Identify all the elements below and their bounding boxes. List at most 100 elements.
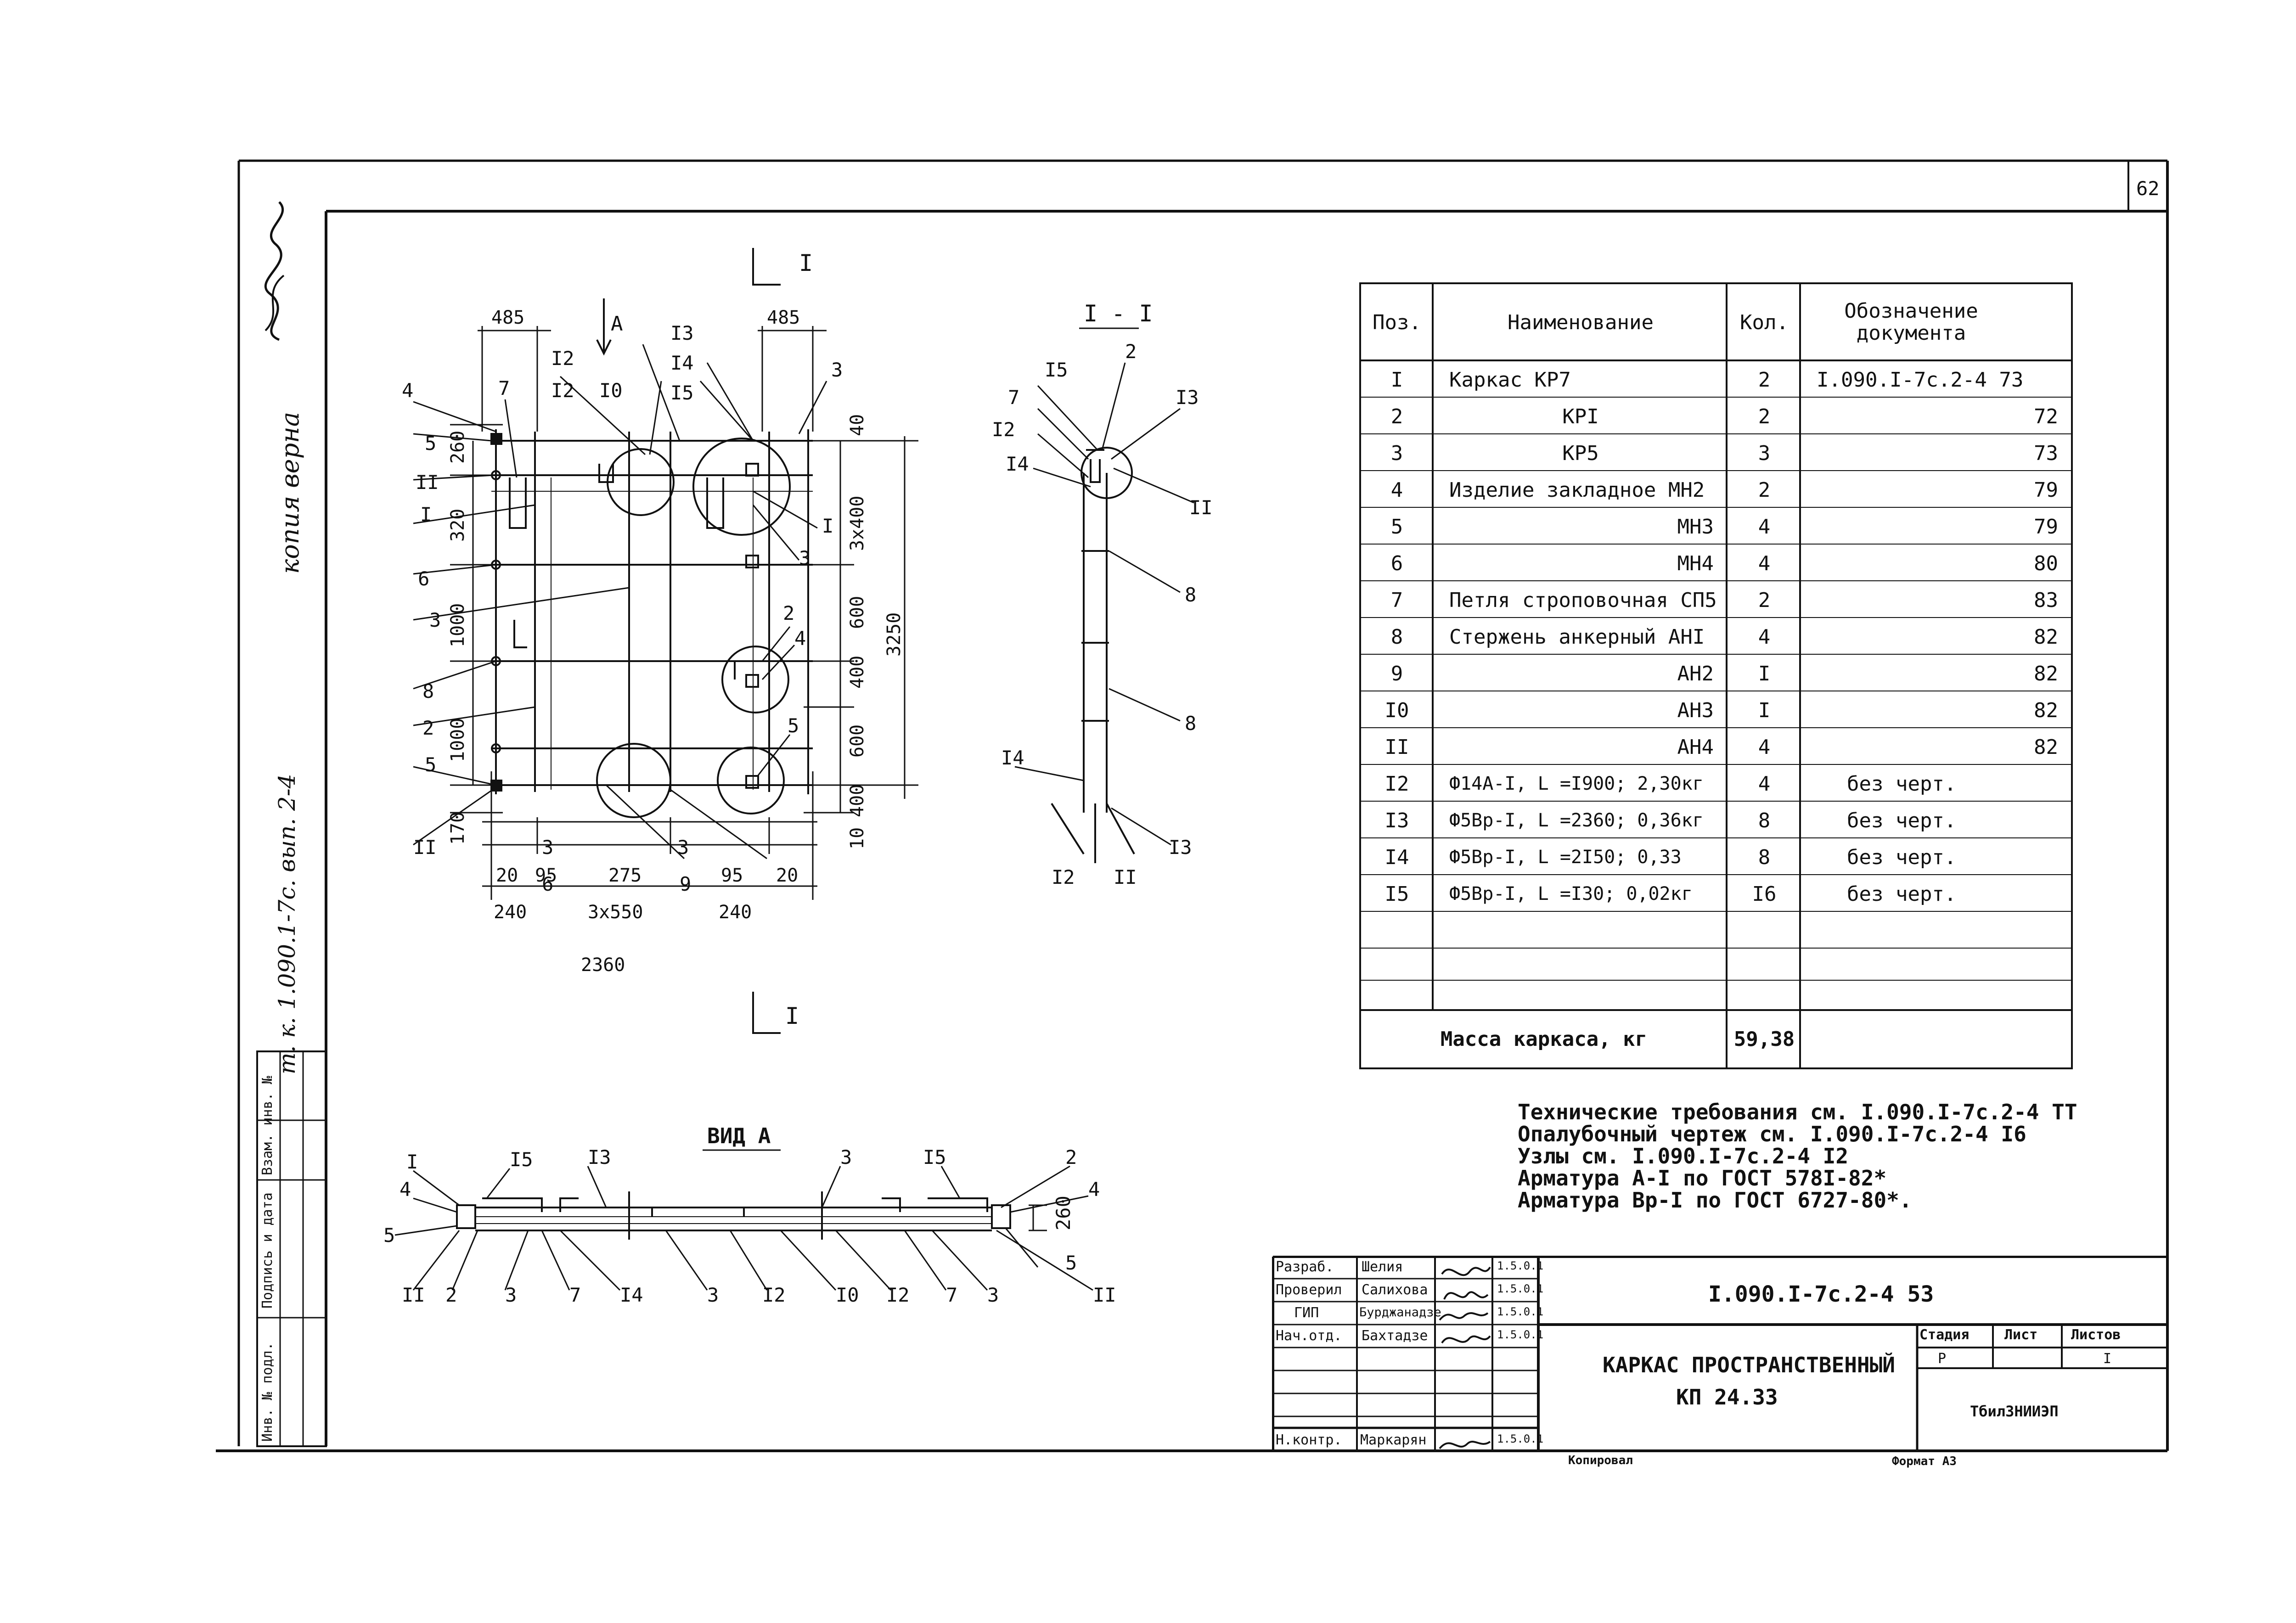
spec-qty: 2 [1758,404,1771,428]
spec-doc: 82 [2034,662,2058,685]
view-label: 5 [383,1224,395,1247]
section-label: I2 [992,418,1015,441]
view-label: I [406,1151,418,1173]
view-label: 3 [707,1284,719,1306]
dim-view-height: 260 [1052,1196,1075,1230]
spec-doc: без черт. [1847,772,1957,796]
spec-name: Петля строповочная СП5 [1449,588,1717,612]
dim-bottom: 20 [496,865,518,886]
spec-doc: 82 [2034,735,2058,759]
tb-title-line1: КАРКАС ПРОСТРАНСТВЕННЫЙ [1603,1353,1895,1377]
spec-mass-label: Масса каркаса, кг [1440,1028,1648,1051]
copy-note: копия верна [276,412,304,574]
tb-role: Нач.отд. [1276,1328,1342,1344]
pos-label: I4 [670,352,694,374]
tb-sheets: I [2103,1351,2112,1367]
view-label: 3 [505,1284,517,1306]
section-label: 7 [1008,386,1019,409]
view-a-drawing: ВИД А [383,1123,1116,1306]
section-label: I4 [1001,747,1024,769]
spec-pos: 4 [1390,478,1403,502]
spec-qty: 2 [1758,588,1771,612]
spec-qty: 8 [1758,845,1771,869]
dim-right: 600 [847,724,868,758]
spec-doc: 82 [2034,698,2058,722]
spec-name: АН4 [1677,735,1714,759]
section-title: I - I [1084,300,1153,327]
stamp-label-sign: Подпись и дата [259,1192,276,1309]
dim-bottom: 95 [535,865,557,886]
view-title: ВИД А [707,1123,771,1148]
spec-name: Ф5Вр-I, L =2I50; 0,33 [1449,847,1682,868]
pos-label: 2 [783,602,794,624]
spec-doc: без черт. [1847,845,1957,869]
view-label: I3 [588,1146,611,1168]
spec-name: АН2 [1677,662,1714,685]
spec-qty: 8 [1758,809,1771,832]
view-label: 4 [1088,1178,1100,1201]
pos-label: I5 [670,382,694,404]
section-label: I3 [1176,386,1199,409]
tb-role: Проверил [1276,1282,1342,1298]
pos-label: 8 [422,680,434,702]
view-label: I0 [836,1284,859,1306]
spec-name: Каркас КР7 [1449,368,1571,392]
tb-sheet-header: Лист [2004,1327,2038,1343]
section-label: 8 [1185,712,1196,735]
spec-name: КР5 [1562,441,1599,465]
dim-bottom: 20 [776,865,798,886]
pos-label: 3 [429,609,441,631]
format-label: Формат А3 [1892,1455,1957,1468]
page-number: 62 [2136,177,2160,200]
view-arrow-label: А [611,312,623,336]
view-label: I5 [923,1146,946,1168]
pos-label: 2 [422,717,434,739]
spec-qty: 4 [1758,772,1771,796]
plan-view-drawing: I I А 485 485 260 320 1000 1000 170 40 3… [402,248,918,1034]
spec-doc: 80 [2034,551,2058,575]
spec-pos: I [1390,368,1403,392]
pos-label: I2 [551,379,574,402]
dim-left: 320 [447,509,468,542]
spec-qty: 4 [1758,551,1771,575]
spec-qty: I [1758,662,1771,685]
dim-left: 1000 [447,603,468,647]
tb-name: Маркарян [1360,1432,1427,1448]
pos-label: 3 [799,547,810,569]
pos-label: I [822,515,833,537]
tb-doc-code: I.090.I-7с.2-4 53 [1708,1281,1934,1307]
pos-label: 9 [680,873,691,895]
section-mark-top: I [799,250,813,276]
stamp-label-inv: Инв. № подл. [259,1342,276,1442]
view-label: 3 [987,1284,999,1306]
copied-label: Копировал [1568,1454,1633,1467]
view-label: II [402,1284,425,1306]
pos-label: I2 [551,347,574,370]
dim-right-total: 3250 [884,612,905,657]
spec-qty: 4 [1758,625,1771,649]
view-label: 3 [840,1146,852,1168]
note-line: Узлы см. I.090.I-7с.2-4 I2 [1518,1144,1849,1168]
dim-right: 400 [847,784,868,817]
spec-header-qty: Кол. [1740,310,1789,334]
section-label: I5 [1045,359,1068,381]
spec-pos: I3 [1384,809,1409,832]
note-line: Опалубочный чертеж см. I.090.I-7с.2-4 I6 [1518,1122,2026,1146]
view-label: 7 [569,1284,581,1306]
pos-label: 3 [831,359,843,381]
spec-header-doc: Обозначение документа [1844,299,1978,345]
dim-bottom: 3х550 [588,902,643,923]
pos-label: 3 [677,836,689,859]
tb-role: Н.контр. [1276,1432,1342,1448]
dim-right: 40 [847,414,868,436]
spec-doc: 73 [2034,441,2058,465]
view-label: I2 [762,1284,786,1306]
tb-date: 1.5.0.1 [1497,1432,1544,1445]
dim-left: 1000 [447,718,468,762]
pos-label: 5 [788,714,799,737]
spec-name: Ф5Вр-I, L =2360; 0,36кг [1449,810,1704,831]
spec-qty: 4 [1758,735,1771,759]
spec-qty: I6 [1752,882,1777,906]
pos-label: 4 [794,627,806,650]
note-line: Технические требования см. I.090.I-7с.2-… [1518,1100,2077,1124]
